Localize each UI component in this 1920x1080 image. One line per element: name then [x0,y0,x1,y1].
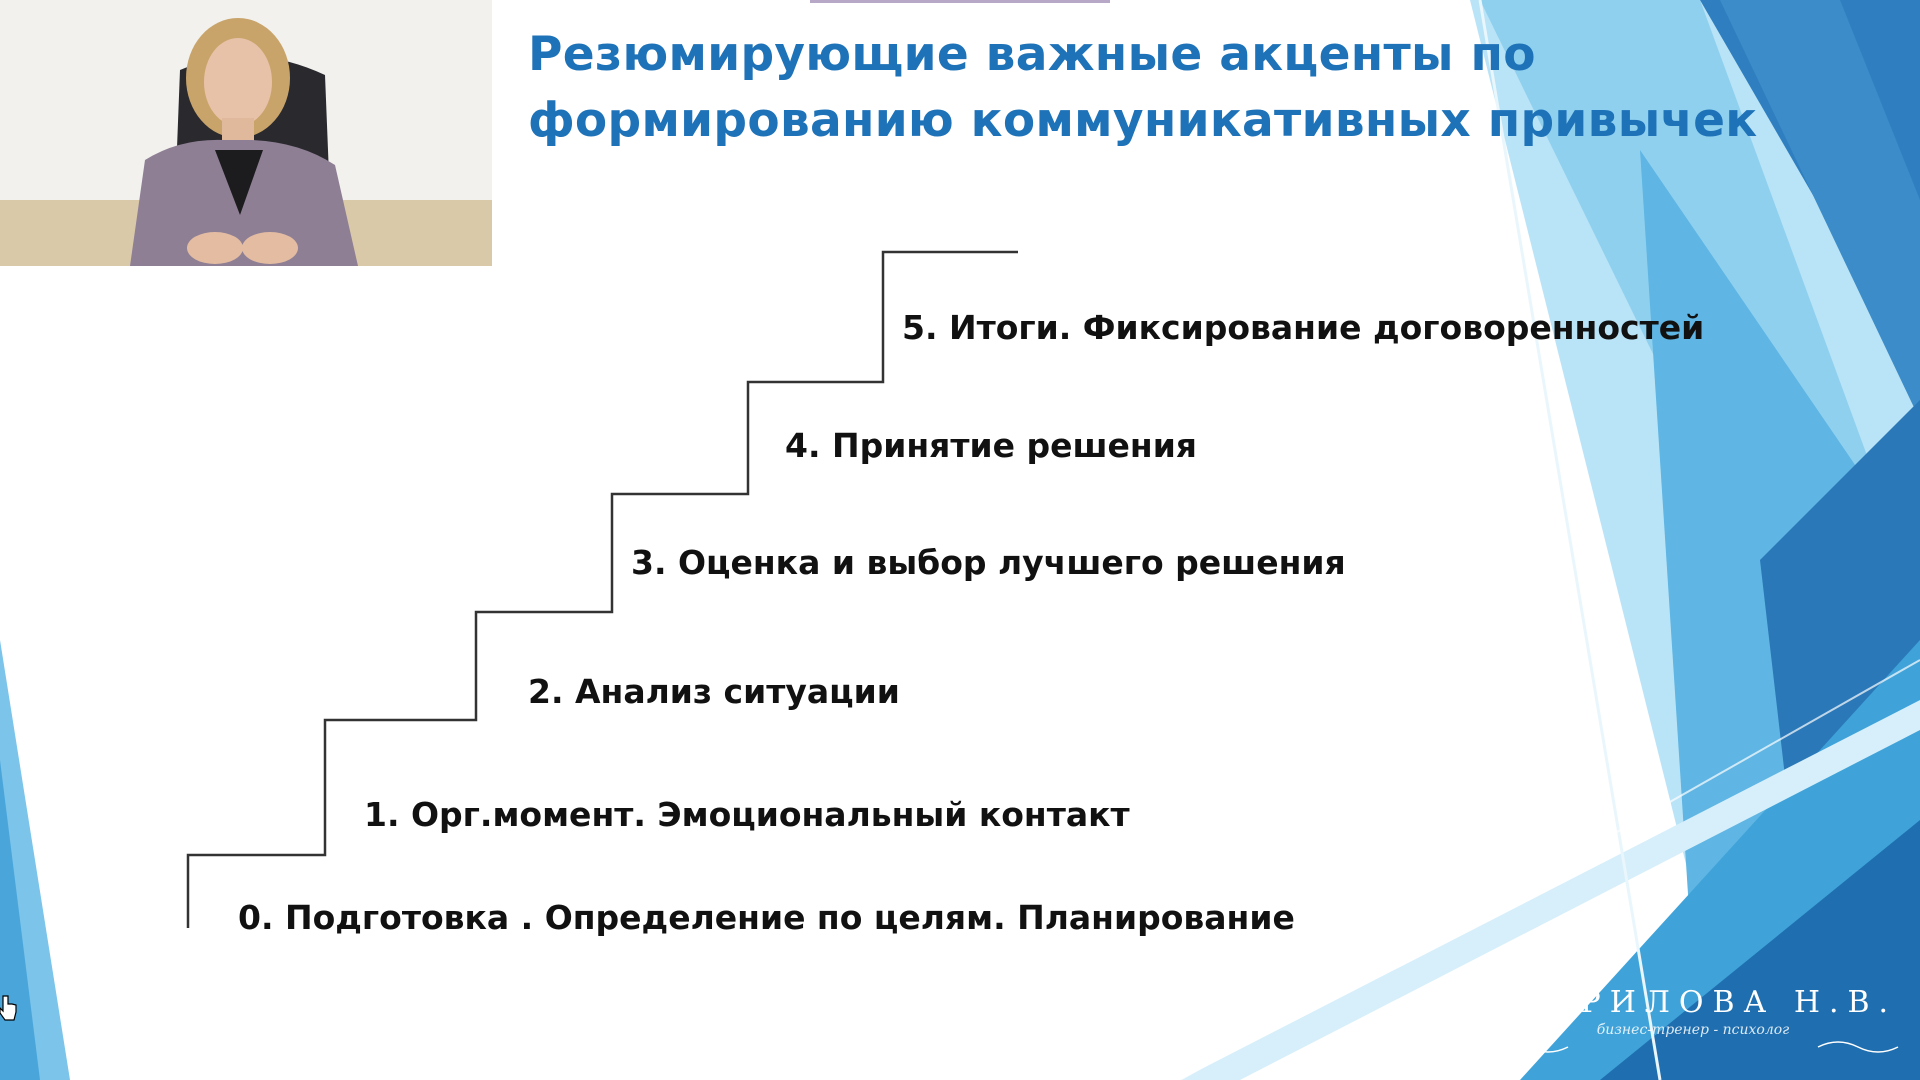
presenter-image [0,0,492,266]
slide-title: Резюмирующие важные акценты по формирова… [528,22,1778,154]
brand-logo: ГАВРИЛОВА Н.В. бизнес-тренер - психолог [1478,985,1908,1055]
step-3: 3. Оценка и выбор лучшего решения [631,543,1346,582]
slide-title-line-2: формированию коммуникативных привычек [528,93,1758,148]
step-4: 4. Принятие решения [785,426,1198,465]
logo-subtitle: бизнес-тренер - психолог [1596,1022,1790,1038]
step-5: 5. Итоги. Фиксирование договоренностей [902,308,1705,347]
staircase-line [186,250,1018,928]
logo-ornament-icon [1487,1041,1899,1053]
step-0: 0. Подготовка . Определение по целям. Пл… [238,898,1295,937]
logo-name: ГАВРИЛОВА Н.В. [1488,985,1898,1020]
slide-title-line-1: Резюмирующие важные акценты по [528,27,1536,82]
step-1: 1. Орг.момент. Эмоциональный контакт [364,795,1130,834]
webcam-video-feed [0,0,492,266]
hand-pointer-icon [0,995,17,1021]
step-2: 2. Анализ ситуации [528,672,900,711]
